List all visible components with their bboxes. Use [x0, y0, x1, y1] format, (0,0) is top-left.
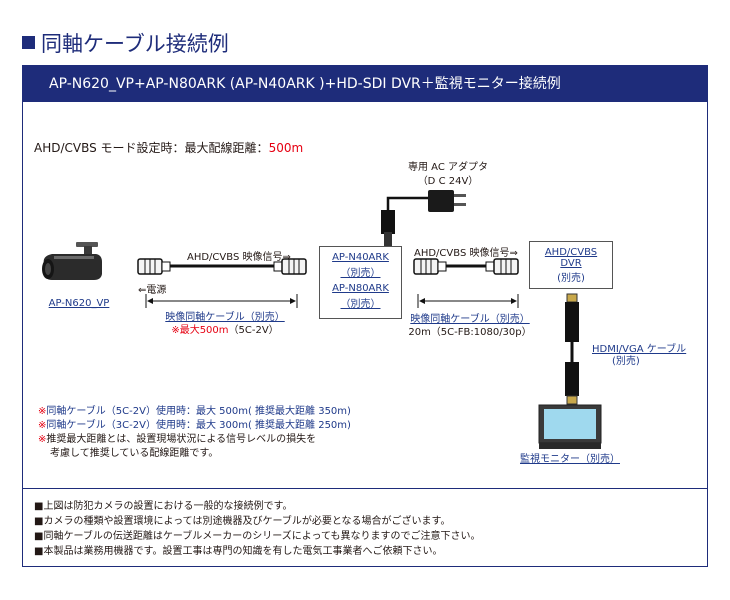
camera-label: AP-N620_VP — [48, 298, 110, 309]
bnc-connector-icon — [413, 258, 447, 275]
cable-left-max: ※最大500m — [171, 325, 229, 336]
dvr-box — [529, 241, 613, 289]
monitor-icon — [538, 404, 602, 449]
footnote-item: ■上図は防犯カメラの設置における一般的な接続例です。 — [34, 501, 293, 512]
page-title-text: 同軸ケーブル接続例 — [41, 32, 229, 56]
diagram-frame — [22, 65, 708, 567]
bnc-connector-icon — [273, 258, 307, 275]
dimension-arrow-icon — [417, 294, 519, 308]
adapter-name: 専用 AC アダプタ — [407, 162, 488, 173]
title-square-icon — [22, 36, 35, 49]
footnotes: ■上図は防犯カメラの設置における一般的な接続例です。 ■カメラの種類や設置環境に… — [34, 499, 480, 559]
hdmi-name: HDMI/VGA ケーブル — [592, 344, 687, 355]
cable-left-spec-line: ※最大500m（5C-2V） — [130, 321, 320, 336]
hdmi-plug-icon — [565, 293, 579, 342]
note-item: ※同軸ケーブル（3C-2V）使用時：最大 300m( 推奨最大距離 250m) — [38, 420, 351, 431]
hdmi-plug-icon — [565, 362, 579, 405]
setting-label: AHD/CVBS モード設定時：最大配線距離： — [34, 141, 269, 155]
converter-model-2: AP-N80ARK — [332, 283, 389, 294]
dvr-line-2: DVR — [560, 258, 582, 269]
cable-right-name: 映像同軸ケーブル（別売） — [410, 314, 530, 325]
cable-left-spec: （5C-2V） — [228, 325, 279, 336]
cable-right-spec: 20m（5C-FB:1080/30p） — [408, 327, 532, 338]
bnc-connector-icon — [137, 258, 171, 275]
cable-left-name: 映像同軸ケーブル（別売） — [165, 312, 285, 323]
camera-icon — [42, 242, 102, 280]
converter-model-1-note: （別売） — [340, 268, 381, 279]
dvr-note: (別売) — [557, 273, 585, 284]
dimension-arrow-icon — [145, 294, 298, 308]
setting-line: AHD/CVBS モード設定時：最大配線距離：500m — [34, 139, 303, 156]
hdmi-note: (別売) — [612, 356, 640, 367]
note-item: ※推奨最大距離とは、設置現場状況による信号レベルの損失を — [38, 434, 317, 445]
monitor-label: 監視モニター（別売） — [520, 454, 620, 465]
power-label: ⇐電源 — [138, 285, 167, 296]
converter-model-2-note: （別売） — [340, 299, 381, 310]
note-item: ※同軸ケーブル（5C-2V）使用時：最大 500m( 推奨最大距離 350m) — [38, 406, 351, 417]
dvr-line-1: AHD/CVBS — [544, 247, 598, 258]
setting-value: 500m — [268, 141, 304, 155]
footnote-divider — [23, 488, 707, 489]
notes: ※同軸ケーブル（5C-2V）使用時：最大 500m( 推奨最大距離 350m) … — [38, 405, 351, 461]
signal-left: AHD/CVBS 映像信号⇒ — [187, 252, 291, 263]
ac-adapter-icon — [428, 190, 466, 212]
footnote-item: ■同軸ケーブルの伝送距離はケーブルメーカーのシリーズによっても異なりますのでご注… — [34, 531, 481, 542]
footnote-item: ■カメラの種類や設置環境によっては別途機器及びケーブルが必要となる場合がございま… — [34, 516, 451, 527]
diagram-banner: AP-N620_VP+AP-N80ARK (AP-N40ARK )+HD-SDI… — [23, 66, 707, 102]
adapter-voltage: （D C 24V） — [417, 176, 479, 187]
bnc-connector-icon — [485, 258, 519, 275]
adapter-plug — [381, 210, 395, 234]
converter-box — [319, 246, 402, 319]
note-item: 考慮して推奨している配線距離です。 — [50, 448, 219, 459]
footnote-item: ■本製品は業務用機器です。設置工事は専門の知識を有した電気工事業者へご依頼下さい… — [34, 546, 443, 557]
converter-model-1: AP-N40ARK — [332, 252, 389, 263]
signal-right: AHD/CVBS 映像信号⇒ — [414, 248, 518, 259]
page-title: 同軸ケーブル接続例 — [22, 28, 229, 58]
